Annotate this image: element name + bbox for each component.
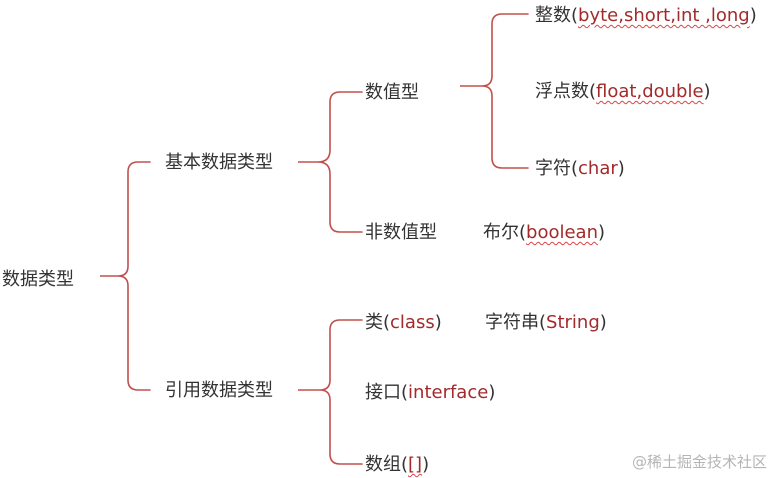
watermark: @稀土掘金技术社区 [631, 453, 767, 471]
float-node: 浮点数(float,double) [535, 81, 711, 102]
numeric-types-node: 数值型 [365, 82, 419, 103]
boolean-type: boolean [526, 222, 598, 243]
array-node: 数组([]) [365, 454, 430, 475]
root-node: 数据类型 [2, 269, 74, 290]
numeric-brace [460, 13, 529, 169]
string-node: 字符串(String) [485, 312, 607, 333]
char-type: char [578, 158, 618, 179]
boolean-node: 布尔(boolean) [483, 222, 606, 243]
reference-brace [298, 319, 363, 465]
char-node: 字符(char) [535, 158, 625, 179]
reference-types-node: 引用数据类型 [165, 380, 273, 401]
float-types: float,double [596, 81, 704, 102]
array-type: [] [408, 454, 423, 475]
integer-types: byte,short,int ,long [578, 5, 750, 26]
interface-node: 接口(interface) [365, 382, 496, 403]
non-numeric-types-node: 非数值型 [365, 222, 437, 243]
class-type: class [390, 312, 435, 333]
primitive-types-node: 基本数据类型 [165, 152, 273, 173]
primitive-brace [298, 91, 363, 233]
integer-node: 整数(byte,short,int ,long) [535, 5, 757, 26]
class-node: 类(class) [365, 312, 442, 333]
interface-type: interface [408, 382, 489, 403]
root-brace [100, 161, 151, 391]
string-type: String [546, 312, 600, 333]
